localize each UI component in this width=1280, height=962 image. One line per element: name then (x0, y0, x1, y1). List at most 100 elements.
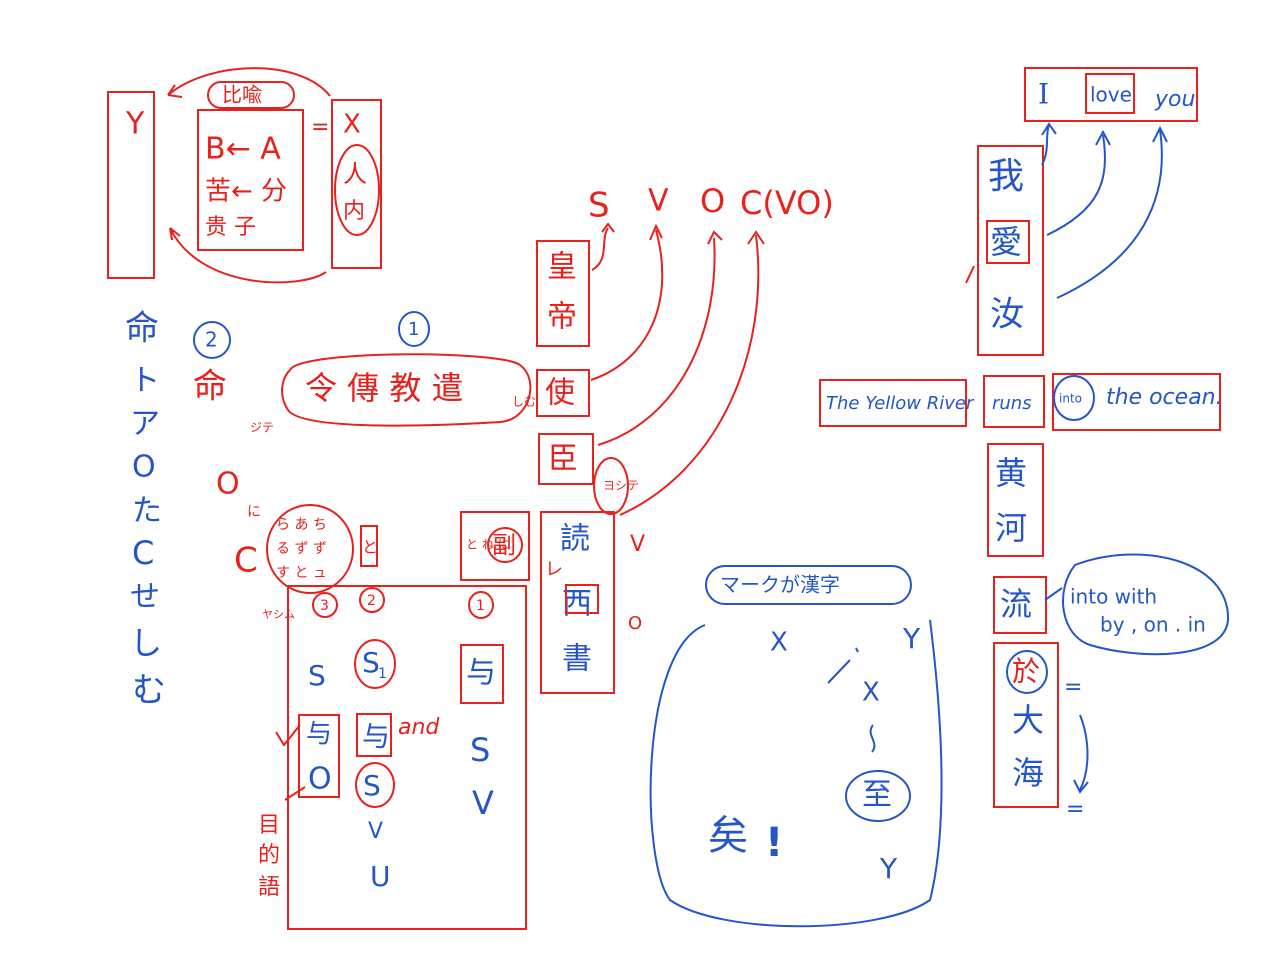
metaphor-right-mid: 人 (343, 160, 367, 188)
mokuteki-2: 的 (258, 843, 280, 868)
ni-red: に (247, 504, 261, 520)
fuku-circle (487, 527, 523, 563)
vnote-char-0: 命 (125, 309, 159, 349)
circle-1 (398, 311, 430, 347)
arrow-c (619, 230, 765, 516)
mark-x2: X (862, 678, 880, 708)
reading-char1: 読 (560, 522, 590, 557)
shin-char: 臣 (548, 442, 578, 477)
s-circle-char: S (363, 769, 381, 802)
zh-wo: 我 (988, 156, 1024, 197)
mark-tick (827, 647, 859, 684)
emperor-char2: 帝 (547, 300, 577, 335)
into-ocean-box (1052, 373, 1221, 431)
zh-ni: 汝 (990, 295, 1024, 335)
reading-box (540, 511, 615, 694)
vnote-char-7: し (130, 624, 162, 662)
sentence-oval (281, 353, 532, 427)
mokuteki-pointer (284, 786, 306, 801)
en-love: love (1090, 83, 1132, 107)
s1-char: S (362, 646, 380, 679)
zh-liu: 流 (1000, 585, 1032, 623)
circle-1-label: 1 (408, 319, 419, 340)
i-love-you-box (1024, 67, 1198, 122)
num-1: 1 (476, 598, 485, 614)
s1-circle (354, 639, 396, 689)
kanji-marks-title: マークが漢字 (720, 573, 840, 597)
vnote-char-1: ト (130, 364, 160, 399)
num-3: 3 (320, 598, 329, 614)
circle-2 (193, 321, 231, 359)
metaphor-right-oval (334, 144, 380, 236)
zh-huang: 黄 (995, 454, 1027, 492)
yo-left: 与 (306, 720, 332, 750)
svoc-letter-v: V (648, 184, 669, 219)
num-circle-2 (359, 587, 385, 613)
yo-box-mid (356, 713, 392, 757)
mark-squiggle (869, 724, 876, 753)
metaphor-right-box (331, 99, 382, 269)
metaphor-right-x: X (343, 110, 361, 140)
metaphor-row3: 贵 子 (205, 215, 256, 240)
metaphor-label: 比喩 (222, 83, 262, 107)
with-main-box (287, 585, 527, 930)
zh-ai: 愛 (990, 223, 1022, 261)
v-mark: V (630, 532, 645, 557)
preps-line2: by , on . in (1100, 613, 1206, 637)
circle-text-1: ら あ ち (276, 517, 327, 533)
s1-sub: 1 (378, 666, 387, 682)
yo-box (360, 525, 378, 567)
eq-bottom: = (1066, 797, 1084, 822)
v-small: V (368, 819, 383, 844)
v-stroke (965, 265, 975, 284)
excl-mark: ! (765, 820, 783, 866)
zh-he: 河 (995, 509, 1027, 547)
yomi-oval (593, 457, 629, 515)
liu-pointer (1044, 587, 1063, 601)
c-red: C (234, 541, 258, 581)
vertical-note: 命 ト ア O た C せ し む 2 命 ジテ O に C (125, 309, 274, 711)
metaphor-arrow-bottom (169, 227, 327, 284)
yo-top-char: 与 (466, 656, 496, 691)
arrow-ai (1046, 129, 1111, 236)
hiragana-circle (266, 504, 354, 594)
num-2: 2 (367, 593, 376, 609)
mark-x1: X (770, 628, 788, 658)
metaphor-row1: B← A (205, 132, 281, 167)
vnote-char-3: O (132, 450, 156, 485)
s-right: S (470, 731, 490, 769)
emperor-char1: 皇 (547, 250, 577, 285)
s-left: S (308, 659, 326, 692)
yo-mid-char: 与 (362, 720, 390, 753)
en-runs: runs (992, 393, 1032, 414)
with-box-diagram: ら あ ち る ず ず す と ュ と ヤシム と ね に 副 3 2 1 S … (258, 504, 530, 930)
metaphor-row2: 苦← 分 (205, 177, 287, 207)
into-circle (1053, 375, 1095, 421)
metaphor-left-y: Y (125, 107, 145, 142)
fuku-box (460, 511, 530, 581)
eq-top: = (1064, 675, 1082, 700)
metaphor-label-oval (207, 81, 295, 109)
svoc-letter-o: O (700, 182, 725, 220)
vnote-char-6: せ (130, 580, 160, 615)
en-i: I (1038, 78, 1049, 111)
english-chinese-diagram: I love you 我 愛 汝 The Yellow River runs i… (819, 67, 1230, 822)
shi-box (536, 369, 590, 417)
num-circle-1 (468, 591, 494, 619)
love-box (1085, 73, 1135, 114)
u-char: U (370, 860, 391, 893)
vnote-char-5: C (132, 534, 154, 572)
ai-box (986, 220, 1030, 264)
mokuteki-1: 目 (258, 813, 280, 838)
and-text: and (398, 715, 440, 740)
eq-arrow (1073, 714, 1089, 794)
emperor-box (536, 240, 590, 347)
runs-box (983, 375, 1045, 428)
reading-inner-box (565, 584, 599, 614)
kanji-marks-title-oval (705, 565, 912, 605)
num-circle-3 (312, 592, 338, 618)
reading-char3: 書 (562, 642, 592, 677)
wo-ai-ni-box (977, 145, 1044, 356)
liu-box (993, 576, 1047, 634)
mark-y1: Y (902, 622, 921, 655)
